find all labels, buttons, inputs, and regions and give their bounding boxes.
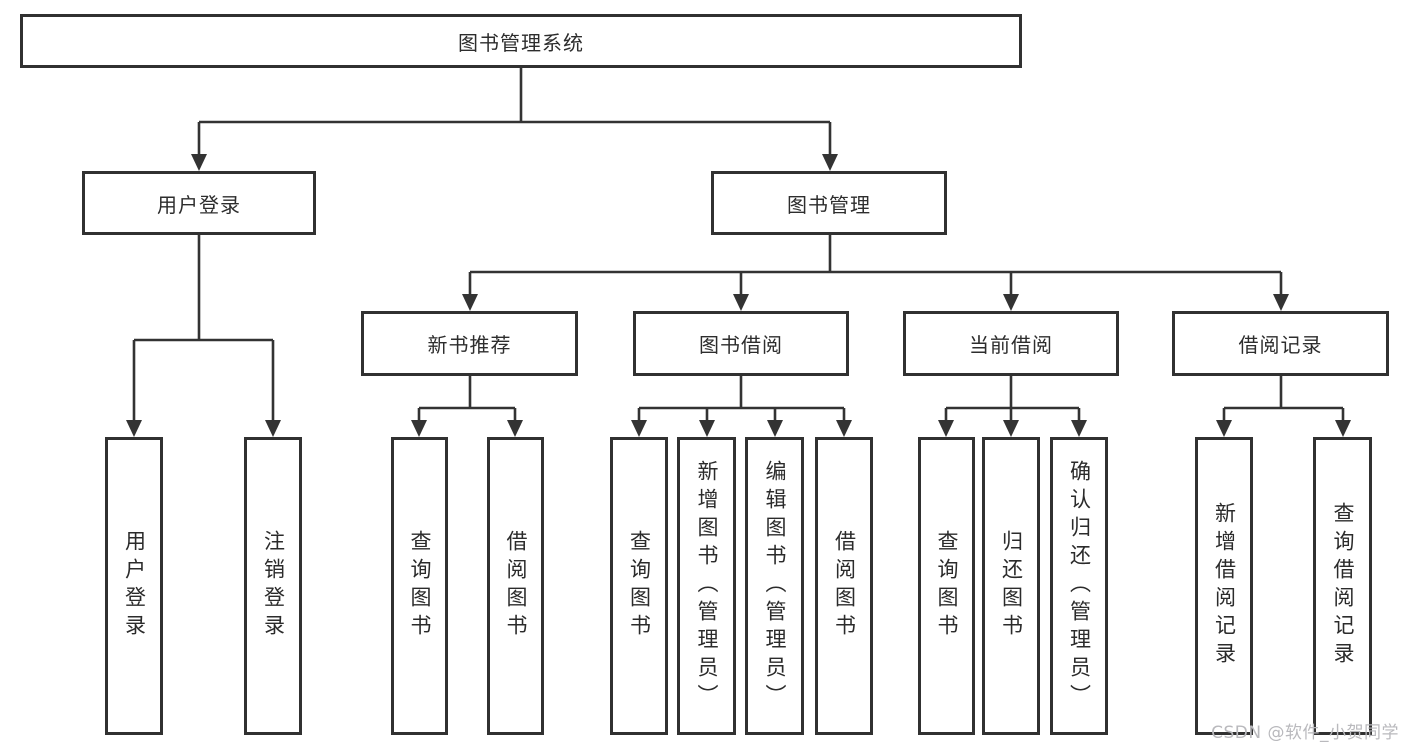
arrow-down-icon [836, 420, 852, 437]
connector-segments [132, 68, 1345, 423]
arrow-down-icon [462, 294, 478, 311]
arrow-down-icon [507, 420, 523, 437]
leaf-search-books-borrowing-label: 查询图书 [627, 530, 652, 642]
leaf-add-borrow-record-label: 新增借阅记录 [1212, 502, 1237, 670]
leaf-borrow-books-label: 借阅图书 [832, 530, 857, 642]
arrow-down-icon [1071, 420, 1087, 437]
leaf-borrow-books-recommend: 借阅图书 [487, 437, 544, 735]
node-book-management: 图书管理 [711, 171, 947, 235]
node-current-borrowing: 当前借阅 [903, 311, 1119, 376]
arrow-down-icon [631, 420, 647, 437]
leaf-user-login-label: 用户登录 [122, 530, 147, 642]
leaf-borrow-books-recommend-label: 借阅图书 [504, 530, 528, 642]
leaf-user-login: 用户登录 [105, 437, 163, 735]
csdn-watermark: CSDN @软件_小贺同学 [1211, 723, 1399, 743]
arrow-down-icon [938, 420, 954, 437]
leaf-add-borrow-record: 新增借阅记录 [1195, 437, 1253, 735]
node-new-book-recommendation: 新书推荐 [361, 311, 578, 376]
arrow-down-icon [1003, 420, 1019, 437]
leaf-add-books-admin-label: 新增图书（管理员） [695, 460, 719, 712]
node-user-login: 用户登录 [82, 171, 316, 235]
arrow-down-icon [1216, 420, 1232, 437]
leaf-search-books-current: 查询图书 [918, 437, 975, 735]
arrowheads [126, 154, 1351, 437]
node-book-borrowing: 图书借阅 [633, 311, 849, 376]
leaf-search-books-recommend-label: 查询图书 [408, 530, 432, 642]
arrow-down-icon [1335, 420, 1351, 437]
leaf-edit-books-admin-label: 编辑图书（管理员） [763, 460, 787, 712]
leaf-edit-books-admin: 编辑图书（管理员） [745, 437, 804, 735]
leaf-return-books: 归还图书 [982, 437, 1040, 735]
leaf-search-books-borrowing: 查询图书 [610, 437, 668, 735]
arrow-down-icon [265, 420, 281, 437]
leaf-confirm-return-admin: 确认归还（管理员） [1050, 437, 1108, 735]
arrow-down-icon [1003, 294, 1019, 311]
arrow-down-icon [767, 420, 783, 437]
arrow-down-icon [411, 420, 427, 437]
leaf-return-books-label: 归还图书 [999, 530, 1024, 642]
leaf-confirm-return-admin-label: 确认归还（管理员） [1067, 460, 1092, 712]
leaf-logout-label: 注销登录 [261, 530, 286, 642]
arrow-down-icon [126, 420, 142, 437]
leaf-add-books-admin: 新增图书（管理员） [677, 437, 736, 735]
leaf-search-borrow-record-label: 查询借阅记录 [1331, 502, 1355, 670]
leaf-borrow-books: 借阅图书 [815, 437, 873, 735]
node-borrowing-records: 借阅记录 [1172, 311, 1389, 376]
arrow-down-icon [191, 154, 207, 171]
leaf-logout: 注销登录 [244, 437, 302, 735]
leaf-search-books-current-label: 查询图书 [935, 530, 959, 642]
arrow-down-icon [1273, 294, 1289, 311]
leaf-search-books-recommend: 查询图书 [391, 437, 448, 735]
arrow-down-icon [822, 154, 838, 171]
node-library-management-system: 图书管理系统 [20, 14, 1022, 68]
arrow-down-icon [699, 420, 715, 437]
arrow-down-icon [733, 294, 749, 311]
leaf-search-borrow-record: 查询借阅记录 [1313, 437, 1372, 735]
